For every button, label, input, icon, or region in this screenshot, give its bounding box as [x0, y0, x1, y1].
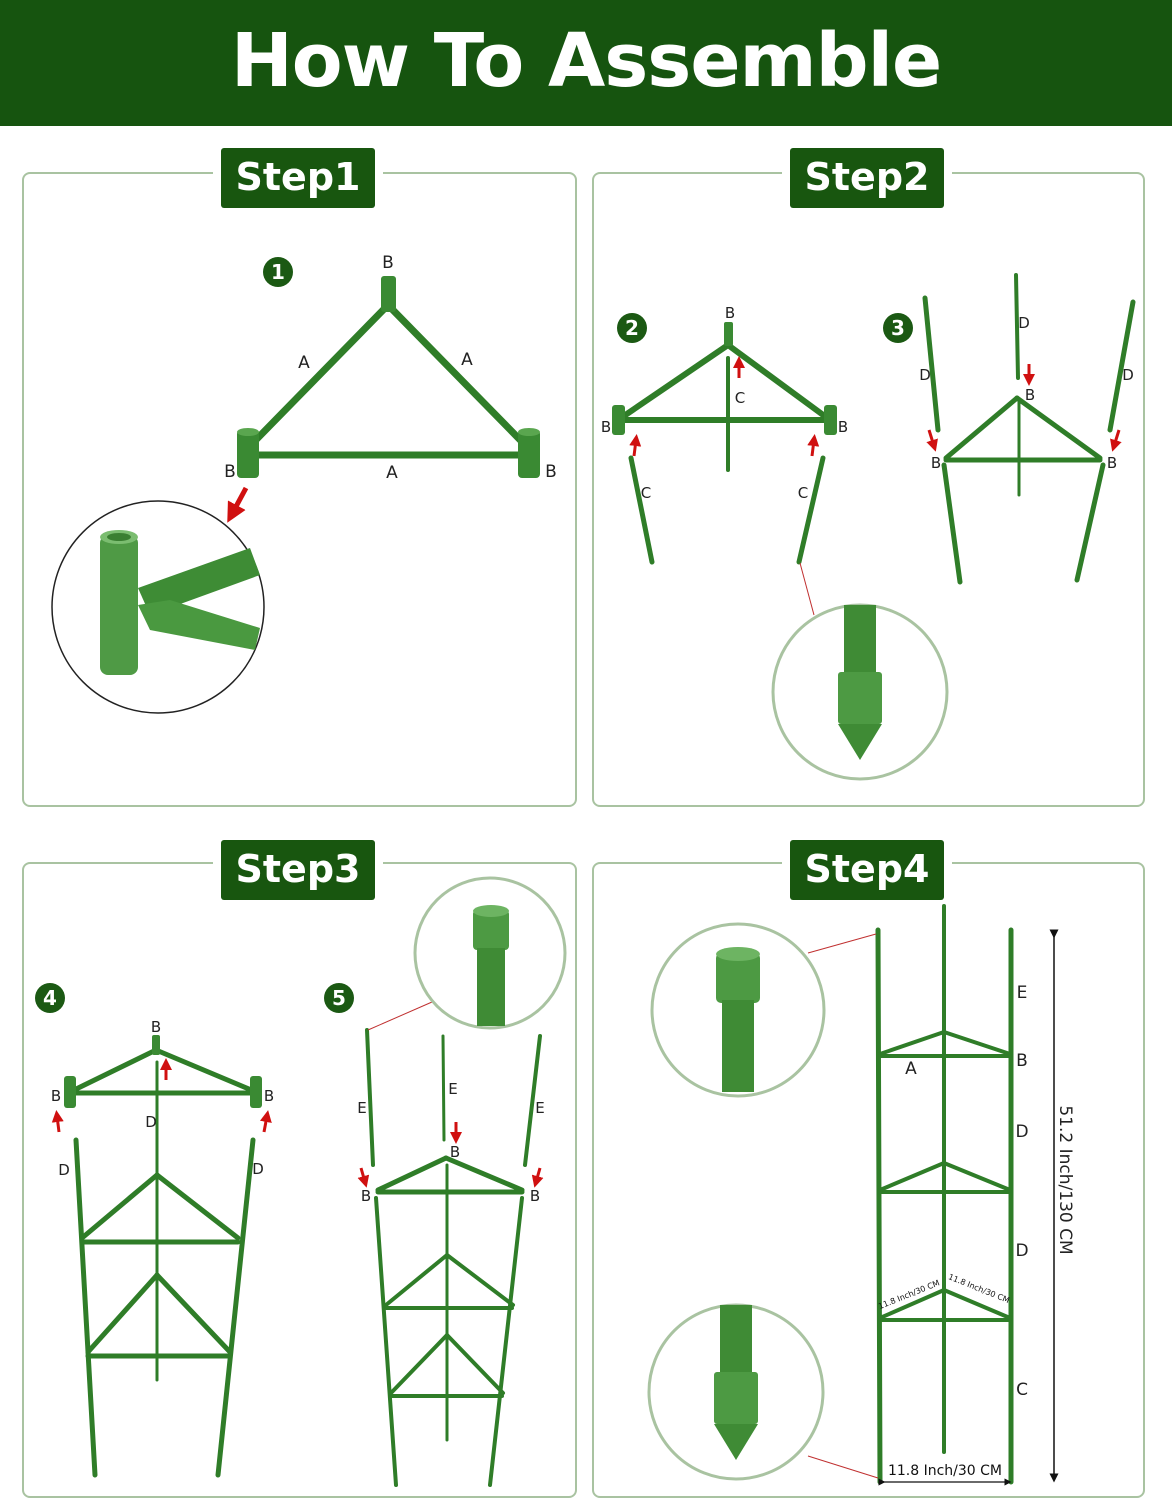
step1-connectors: [237, 276, 540, 478]
step2-badge: Step2: [790, 148, 944, 208]
label-b: B: [530, 1187, 540, 1205]
pointer-line: [799, 562, 815, 616]
connector-closeup: [51, 500, 265, 714]
step4-badge: Step4: [790, 840, 944, 900]
label-b: B: [601, 418, 611, 436]
substep-4-number: 4: [43, 986, 57, 1010]
red-arrow-icon: [51, 1110, 64, 1133]
label-b: B: [545, 462, 557, 482]
side-length-label: 11.8 Inch/30 CM: [947, 1272, 1011, 1305]
substep-1-badge: [263, 257, 293, 287]
label-d: D: [1015, 1122, 1028, 1142]
red-arrow-icon: [259, 1110, 272, 1133]
red-arrow-icon: [807, 434, 820, 457]
label-a: A: [298, 353, 310, 373]
step3-sub-assembly: [922, 273, 1136, 585]
red-arrow-icon: [629, 434, 642, 457]
step5-sub-assembly: [365, 1028, 542, 1487]
label-e: E: [535, 1099, 544, 1117]
label-b: B: [361, 1187, 371, 1205]
label-b: B: [151, 1018, 161, 1036]
substep-4-badge: [35, 983, 65, 1013]
label-d: D: [145, 1113, 157, 1131]
red-arrow-icon: [531, 1167, 544, 1188]
label-e: E: [1017, 983, 1028, 1003]
label-a: A: [461, 350, 473, 370]
label-e: E: [357, 1099, 366, 1117]
label-b: B: [931, 454, 941, 472]
step2-assembly: [615, 342, 833, 565]
stake-tip-closeup: [771, 603, 949, 781]
label-b: B: [1107, 454, 1117, 472]
red-arrow-icon: [1110, 429, 1122, 452]
step1-badge: Step1: [221, 148, 375, 208]
label-c: C: [735, 389, 745, 407]
pointer-line: [807, 1455, 879, 1479]
pointer-line: [367, 1001, 433, 1031]
height-label: 51.2 Inch/130 CM: [1055, 1105, 1075, 1254]
red-arrow-icon: [357, 1167, 370, 1188]
step3-badge: Step3: [221, 840, 375, 900]
label-d: D: [58, 1161, 70, 1179]
label-b: B: [51, 1087, 61, 1105]
label-a: A: [905, 1059, 917, 1079]
label-b: B: [1025, 386, 1035, 404]
substep-3-number: 3: [891, 316, 905, 340]
label-c: C: [798, 484, 808, 502]
label-d: D: [1015, 1241, 1028, 1261]
label-d: D: [1018, 314, 1030, 332]
stake-cap-closeup: [413, 876, 567, 1030]
step2-connectors: [612, 322, 837, 435]
label-b: B: [838, 418, 848, 436]
header-banner: How To Assemble: [0, 0, 1172, 126]
substep-2-number: 2: [625, 316, 639, 340]
substep-5-badge: [324, 983, 354, 1013]
step4-connectors: [64, 1035, 262, 1108]
pointer-line: [807, 933, 877, 954]
label-d: D: [1122, 366, 1134, 384]
label-d: D: [252, 1160, 264, 1178]
bottom-tip-closeup: [647, 1303, 825, 1481]
label-e: E: [448, 1080, 457, 1098]
label-c: C: [1016, 1380, 1028, 1400]
step1-triangle: [242, 301, 534, 459]
label-b: B: [725, 304, 735, 322]
label-b: B: [224, 462, 236, 482]
red-arrow-icon: [227, 486, 249, 523]
step4-sub-assembly: [67, 1047, 259, 1478]
width-label: 11.8 Inch/30 CM: [888, 1463, 1002, 1479]
final-trellis: [875, 904, 1014, 1485]
top-cap-closeup: [650, 922, 826, 1098]
label-b: B: [264, 1087, 274, 1105]
substep-5-number: 5: [332, 986, 346, 1010]
red-arrow-icon: [926, 429, 938, 452]
page-title: How To Assemble: [230, 18, 942, 104]
substep-3-badge: [883, 313, 913, 343]
substep-1-number: 1: [271, 260, 285, 284]
label-b: B: [1016, 1051, 1028, 1071]
label-b: B: [382, 253, 394, 273]
label-d: D: [919, 366, 931, 384]
label-a: A: [386, 463, 398, 483]
label-b: B: [450, 1143, 460, 1161]
substep-2-badge: [617, 313, 647, 343]
label-c: C: [641, 484, 651, 502]
